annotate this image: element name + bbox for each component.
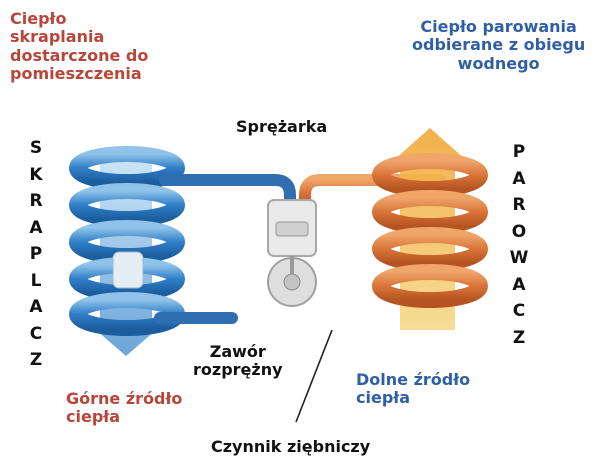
evaporator-letter: Z [509, 328, 529, 355]
condenser-letter: S [26, 138, 46, 165]
condenser-letter: A [26, 218, 46, 245]
condenser-letter: Z [26, 350, 46, 377]
condenser-letter: C [26, 324, 46, 351]
evaporator-letter: A [509, 169, 529, 196]
lower-source-label: Dolne źródło ciepła [356, 371, 470, 408]
expansion-valve-label: Zawór rozprężny [193, 343, 283, 380]
upper-source-label: Górne źródło ciepła [66, 390, 182, 427]
evaporator-letter: R [509, 195, 529, 222]
condenser-letter: L [26, 271, 46, 298]
condenser-vertical-label: S K R A P L A C Z [26, 138, 46, 377]
evaporator-letter: A [509, 275, 529, 302]
refrigerant-label: Czynnik ziębniczy [211, 438, 370, 456]
compressor-label: Sprężarka [236, 118, 327, 136]
evaporator-coil [380, 161, 480, 300]
compressor [268, 200, 316, 306]
condenser-letter: K [26, 165, 46, 192]
condenser-letter: P [26, 244, 46, 271]
condenser-letter: R [26, 191, 46, 218]
evaporator-letter: P [509, 142, 529, 169]
condenser-letter: A [26, 297, 46, 324]
evaporator-vertical-label: P A R O W A C Z [509, 142, 529, 354]
evaporation-heat-label: Ciepło parowania odbierane z obiegu wodn… [412, 18, 585, 73]
evaporator-letter: O [509, 222, 529, 249]
refrigerant-pointer [296, 330, 332, 422]
evaporator-letter: C [509, 301, 529, 328]
evaporator-letter: W [509, 248, 529, 275]
condensation-heat-label: Ciepło skraplania dostarczone do pomiesz… [10, 10, 148, 84]
condenser-tank [113, 252, 143, 288]
